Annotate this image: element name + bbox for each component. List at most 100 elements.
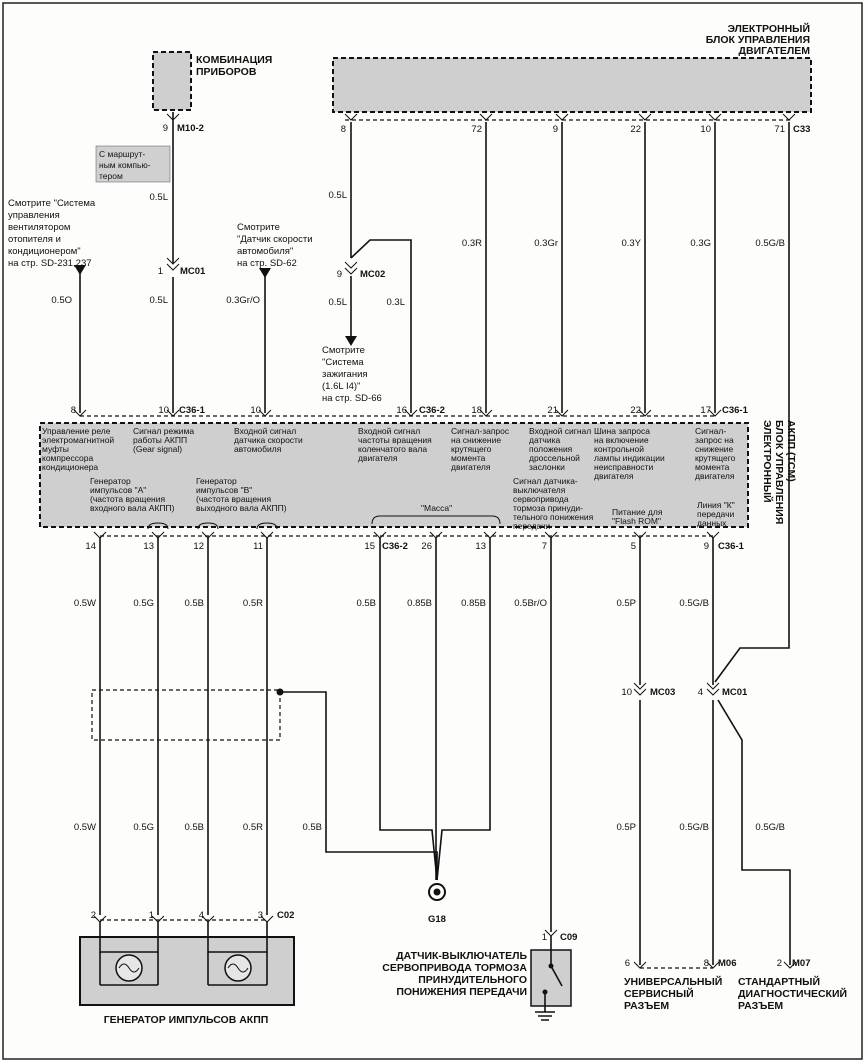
desc-mass: "Масса" xyxy=(421,503,452,513)
wl-shield: 0.5B xyxy=(302,822,322,833)
cluster-pin-9: 9 xyxy=(163,123,168,134)
pulse-generator: 2 1 4 3 C02 ГЕНЕРАТОР ИМПУЛЬСОВ АКПП xyxy=(79,910,295,1026)
desc-crank-4: двигателя xyxy=(358,453,398,463)
ecu-pin-8: 8 xyxy=(341,124,346,135)
c02-connector: C02 xyxy=(277,910,294,921)
tcm-bot-pin-12: 12 xyxy=(193,541,204,552)
mc03-symbol xyxy=(633,682,647,696)
wl-13: 0.5G xyxy=(133,598,154,609)
c02-pin-4: 4 xyxy=(199,910,204,921)
desc-servo-4: тормоза принуди- xyxy=(513,503,583,513)
ref-ignition-5: на стр. SD-66 xyxy=(322,393,382,404)
desc-servo-3: сервопривода xyxy=(513,494,569,504)
ecu-pin-71: 71 xyxy=(774,124,785,135)
tcm-title-1: ЭЛЕКТРОННЫЙ xyxy=(761,420,774,503)
tcm-block: ЭЛЕКТРОННЫЙ БЛОК УПРАВЛЕНИЯ АКПП (TCM) 8… xyxy=(39,405,797,552)
desc-speed-2: датчика скорости xyxy=(234,435,303,445)
servo-title-2: СЕРВОПРИВОДА ТОРМОЗА xyxy=(382,962,527,974)
m07-pin-mark xyxy=(783,961,797,969)
desc-torque-2: на снижение xyxy=(451,435,501,445)
servo-title-3: ПРИНУДИТЕЛЬНОГО xyxy=(418,974,527,986)
desc-lamp-4: лампы индикации xyxy=(594,453,665,463)
tcm-top-pin-17: 17 xyxy=(700,405,711,416)
ecu-title-2: БЛОК УПРАВЛЕНИЯ xyxy=(706,34,810,46)
tcm-bot-pin-5: 5 xyxy=(631,541,636,552)
ref-hvac-1: Смотрите "Система xyxy=(8,198,96,209)
wl-9: 0.5G/B xyxy=(679,598,709,609)
sine-b-icon xyxy=(227,963,249,973)
desc-torque-5: двигателя xyxy=(451,462,491,472)
desc-lamp-3: контрольной xyxy=(594,444,644,454)
tcm-bottom-pin-marks xyxy=(93,531,720,539)
servo-title-4: ПОНИЖЕНИЯ ПЕРЕДАЧИ xyxy=(396,986,527,998)
desc-crank-3: коленчатого вала xyxy=(358,444,427,454)
coil-a-loop xyxy=(99,922,159,953)
desc-crank-1: Входной сигнал xyxy=(358,426,420,436)
desc-throttle-5: заслонки xyxy=(529,462,565,472)
desc-servo-6: передачи xyxy=(513,521,551,531)
desc-torque-3: крутящего xyxy=(451,444,492,454)
tcm-bot-pin-9: 9 xyxy=(704,541,709,552)
desc-kline-3: данных xyxy=(697,518,727,528)
wire-mc02-loop xyxy=(350,239,412,413)
wire-label-10: 0.3G xyxy=(690,238,711,249)
c02-pin-3: 3 xyxy=(258,910,263,921)
trip-computer-1: С маршрут- xyxy=(99,149,145,159)
wire-ecu71 xyxy=(714,122,790,683)
tcm-desc-row1: Управление реле электромагнитной муфты к… xyxy=(42,426,736,481)
wire-label-ign-b: 0.3L xyxy=(387,297,406,308)
switch-pivot xyxy=(548,963,554,969)
coil-b-loop xyxy=(207,922,268,953)
ecu-body xyxy=(332,57,812,113)
desc-gen-b-4: выходного вала АКПП) xyxy=(196,503,287,513)
desc-torque2-6: двигателя xyxy=(695,471,735,481)
desc-torque2-1: Сигнал- xyxy=(695,426,726,436)
cluster-connector: M10-2 xyxy=(177,123,204,134)
m06-pin-6: 6 xyxy=(625,958,630,969)
ref-hvac-3: вентилятором xyxy=(8,222,70,233)
desc-gen-a-4: входного вала АКПП) xyxy=(90,503,175,513)
desc-throttle-1: Входной сигнал xyxy=(529,426,591,436)
mc01-bottom-name: MC01 xyxy=(722,687,748,698)
mc02-pin: 9 xyxy=(337,269,342,280)
tcm-top-conn-b: C36-2 xyxy=(419,405,445,416)
tcm-body xyxy=(39,422,749,528)
service-title-3: РАЗЪЕМ xyxy=(624,1000,669,1012)
desc-relay-4: компрессора xyxy=(42,453,93,463)
wire-label-hvac: 0.5O xyxy=(51,295,72,306)
desc-gen-a-2: импульсов "А" xyxy=(90,485,146,495)
wire-label-9: 0.3Gr xyxy=(534,238,558,249)
service-connectors: 6 8 M06 УНИВЕРСАЛЬНЫЙ СЕРВИСНЫЙ РАЗЪЕМ 2… xyxy=(624,958,847,1012)
desc-kline-2: передачи xyxy=(697,509,735,519)
desc-torque2-2: запрос на xyxy=(695,435,734,445)
ecu-block: ЭЛЕКТРОННЫЙ БЛОК УПРАВЛЕНИЯ ДВИГАТЕЛЕМ 8… xyxy=(332,22,812,135)
m06-pin-8: 8 xyxy=(704,958,709,969)
desc-gen-b-1: Генератор xyxy=(196,476,237,486)
tcm-top-pin-21: 21 xyxy=(547,405,558,416)
c09-pin: 1 xyxy=(542,932,547,943)
trip-computer-3: тером xyxy=(99,171,123,181)
wlb-12: 0.5B xyxy=(184,822,204,833)
arrow-hvac xyxy=(74,265,86,275)
ref-ignition-4: (1.6L I4)" xyxy=(322,381,360,392)
ref-speed-3: автомобиля" xyxy=(237,246,293,257)
m07-connector: M07 xyxy=(792,958,810,969)
desc-throttle-3: положения xyxy=(529,444,573,454)
tcm-bot-pin-14: 14 xyxy=(85,541,96,552)
wire-label-ign-a2: 0.5L xyxy=(329,297,348,308)
m06-pin-marks xyxy=(633,961,720,969)
desc-speed-3: автомобиля xyxy=(234,444,282,454)
desc-mode-2: работы АКПП xyxy=(133,435,187,445)
wire-label-speed: 0.3Gr/O xyxy=(226,295,260,306)
wire-shield xyxy=(280,691,438,880)
wire-15 xyxy=(379,538,438,881)
tcm-bot-conn-b: C36-1 xyxy=(718,541,745,552)
c02-pin-1: 1 xyxy=(149,910,154,921)
desc-gen-a-3: (частота вращения xyxy=(90,494,165,504)
ecu-pin-22: 22 xyxy=(630,124,641,135)
cluster-pin-mark xyxy=(166,113,180,121)
ecu-pin-10: 10 xyxy=(700,124,711,135)
desc-gen-b-3: (частота вращения xyxy=(196,494,271,504)
